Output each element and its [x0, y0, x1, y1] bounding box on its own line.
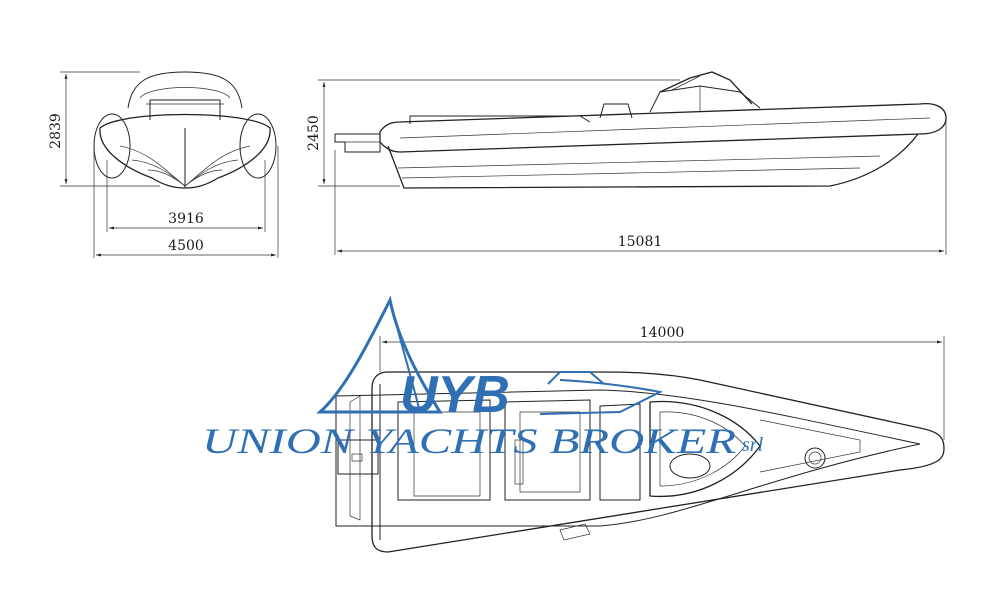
front-view: 2839 3916 4500: [48, 71, 279, 258]
dim-3916: 3916: [168, 211, 204, 227]
dim-2450: 2450: [306, 115, 322, 151]
watermark-company-name: UNION YACHTS BROKER: [202, 421, 736, 461]
side-view: 2450 15081: [306, 71, 947, 255]
dim-2839: 2839: [48, 113, 64, 149]
union-yachts-broker-watermark: UYB UNION YACHTS BROKER srl: [202, 295, 764, 461]
dim-14000: 14000: [640, 325, 685, 341]
watermark-srl: srl: [742, 434, 764, 456]
watermark-logo-letters: UYB: [400, 366, 510, 424]
dim-15081: 15081: [618, 234, 663, 250]
sail-logo-icon: [316, 295, 443, 414]
top-view: 14000: [335, 325, 945, 553]
dim-4500: 4500: [168, 238, 204, 254]
